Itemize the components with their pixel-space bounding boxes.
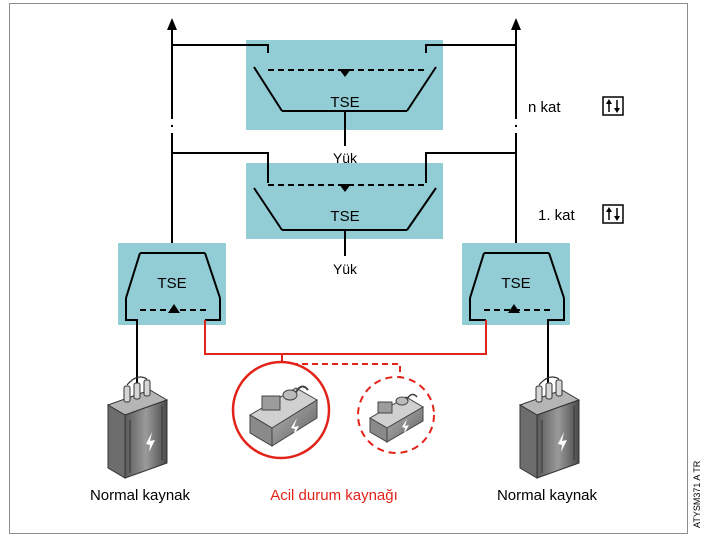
arrow-up-icon [167,18,177,30]
transformer-left [106,376,169,479]
switch-pointer-icon [508,304,520,313]
transformer-right [518,376,581,479]
switch-pointer-icon [339,184,351,192]
floor-1-label: 1. kat [538,207,576,224]
normal-source-right-label: Normal kaynak [497,487,598,504]
tse-box [246,163,443,239]
transformer-icon [106,376,169,479]
generator-icon [369,393,424,443]
emergency-bus [204,320,487,382]
tse-label: TSE [330,208,359,225]
generator-icon [249,385,318,447]
tse-n-floor: TSE Yük [172,40,516,166]
emergency-generator-main [231,360,331,460]
tse-source-right: TSE [462,243,570,393]
emergency-source-label: Acil durum kaynağı [270,487,398,504]
riser-arrows [167,18,521,30]
diagram-frame [9,3,688,534]
tse-label: TSE [501,275,530,292]
floor-n-label: n kat [528,99,561,116]
tse-label: TSE [157,275,186,292]
emergency-generator-optional [357,376,435,454]
up-down-arrows-icon [602,204,624,224]
load-label: Yük [333,150,358,166]
normal-source-left-label: Normal kaynak [90,487,191,504]
switch-pointer-icon [339,69,351,77]
transformer-icon [518,376,581,479]
load-label: Yük [333,261,358,277]
tse-1-floor: TSE Yük [172,152,516,277]
figure-code: ATYSM371 A TR [692,460,702,528]
up-down-arrows-icon [602,96,624,116]
arrow-up-icon [511,18,521,30]
tse-label: TSE [330,94,359,111]
switch-pointer-icon [168,304,180,313]
tse-source-left: TSE [118,243,226,393]
riser-lines [171,28,517,252]
